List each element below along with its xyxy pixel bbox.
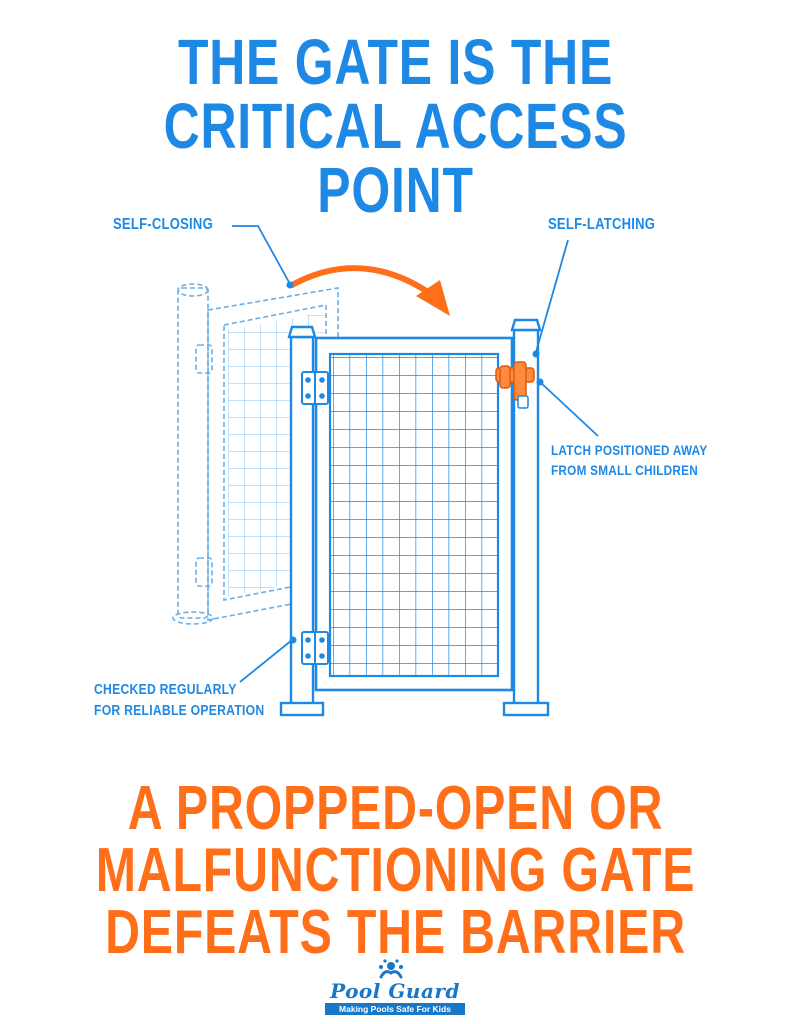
label-self-latching: SELF-LATCHING bbox=[548, 214, 655, 236]
page-title-line-1: THE GATE IS THE bbox=[177, 26, 614, 98]
water-splash-icon bbox=[379, 959, 403, 979]
leader-lines bbox=[232, 225, 599, 683]
hinge-post bbox=[279, 325, 325, 717]
page-title: THE GATE IS THE CRITICAL ACCESS POINT bbox=[87, 30, 704, 222]
label-latch-position-line-2: FROM SMALL CHILDREN bbox=[551, 462, 698, 479]
ghost-post-base bbox=[172, 611, 214, 625]
gate-frame bbox=[314, 336, 514, 692]
latch-post-cap bbox=[510, 318, 542, 332]
label-latch-position: LATCH POSITIONED AWAY FROM SMALL CHILDRE… bbox=[551, 440, 707, 481]
label-checked-line-1: CHECKED REGULARLY bbox=[94, 682, 237, 698]
hinge-top bbox=[301, 371, 329, 405]
ghost-post-cap bbox=[177, 283, 209, 297]
label-checked-regularly: CHECKED REGULARLY FOR RELIABLE OPERATION bbox=[94, 680, 264, 722]
page-title-line-2: CRITICAL ACCESS POINT bbox=[163, 90, 628, 226]
leader-self-latching bbox=[535, 239, 569, 353]
warning-line-1: A PROPPED-OPEN OR bbox=[127, 774, 664, 843]
ghost-hinge-bottom bbox=[195, 557, 213, 587]
hinge-post-base bbox=[279, 701, 325, 717]
hinge-bottom bbox=[301, 631, 329, 665]
label-self-closing-text: SELF-CLOSING bbox=[113, 216, 213, 233]
ghost-frame bbox=[207, 287, 339, 621]
label-latch-position-line-1: LATCH POSITIONED AWAY bbox=[551, 442, 708, 458]
ghost-post bbox=[177, 287, 209, 619]
leader-self-closing bbox=[232, 225, 291, 285]
hinge-post-cap bbox=[287, 325, 317, 339]
label-self-closing: SELF-CLOSING bbox=[113, 214, 213, 236]
label-checked-line-2: FOR RELIABLE OPERATION bbox=[94, 703, 265, 720]
latch-icon bbox=[495, 361, 535, 409]
pool-guard-logo: Pool Guard Making Pools Safe For Kids bbox=[322, 957, 472, 1017]
latch-post-base bbox=[502, 701, 550, 717]
logo-name: Pool Guard bbox=[330, 979, 460, 1003]
warning-title: A PROPPED-OPEN OR MALFUNCTIONING GATE DE… bbox=[87, 778, 704, 964]
ghost-hinge-top bbox=[195, 344, 213, 374]
leader-latch-position bbox=[539, 381, 599, 437]
warning-line-2: MALFUNCTIONING GATE bbox=[95, 836, 696, 905]
logo-tagline: Making Pools Safe For Kids bbox=[325, 1003, 465, 1015]
warning-line-3: DEFEATS THE BARRIER bbox=[105, 898, 686, 967]
gate-mesh bbox=[328, 352, 500, 678]
leader-checked bbox=[239, 639, 293, 683]
curved-arrow-icon bbox=[289, 265, 450, 316]
label-self-latching-text: SELF-LATCHING bbox=[548, 216, 656, 233]
hinge-icon bbox=[301, 371, 329, 665]
leader-dots bbox=[286, 281, 544, 644]
